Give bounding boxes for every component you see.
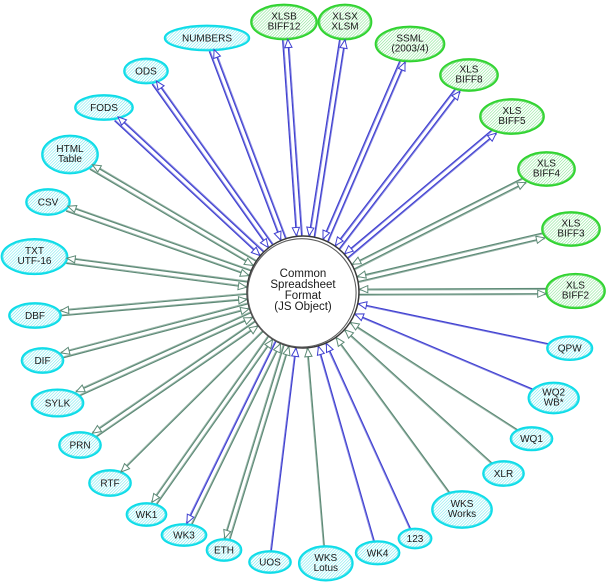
svg-text:Works: Works: [448, 509, 476, 520]
svg-text:PRN: PRN: [69, 441, 90, 452]
svg-text:TXT: TXT: [25, 246, 44, 257]
svg-text:Table: Table: [58, 154, 82, 165]
svg-text:FODS: FODS: [90, 103, 118, 114]
svg-text:ETH: ETH: [214, 546, 234, 557]
svg-text:WK1: WK1: [136, 510, 158, 521]
svg-text:XLS: XLS: [562, 219, 581, 230]
svg-text:XLS: XLS: [460, 65, 479, 76]
svg-text:DBF: DBF: [25, 311, 45, 322]
svg-text:HTML: HTML: [56, 144, 84, 155]
svg-text:XLSX: XLSX: [332, 12, 358, 23]
svg-text:SYLK: SYLK: [45, 399, 71, 410]
svg-text:WQ1: WQ1: [520, 434, 543, 445]
svg-text:WKS: WKS: [451, 499, 474, 510]
svg-text:XLR: XLR: [494, 469, 513, 480]
svg-text:BIFF8: BIFF8: [455, 75, 483, 86]
svg-text:Lotus: Lotus: [314, 563, 338, 574]
svg-text:XLSM: XLSM: [331, 22, 358, 33]
svg-text:NUMBERS: NUMBERS: [182, 34, 232, 45]
svg-text:BIFF12: BIFF12: [268, 22, 301, 33]
svg-text:DIF: DIF: [34, 356, 50, 367]
svg-text:BIFF3: BIFF3: [557, 229, 585, 240]
svg-text:BIFF4: BIFF4: [533, 169, 561, 180]
svg-text:XLSB: XLSB: [271, 12, 297, 23]
svg-text:UOS: UOS: [259, 558, 281, 569]
svg-text:SSML: SSML: [396, 34, 424, 45]
svg-text:XLS: XLS: [566, 281, 585, 292]
svg-text:ODS: ODS: [135, 67, 157, 78]
svg-text:Common: Common: [280, 268, 327, 280]
svg-text:WQ2: WQ2: [542, 388, 565, 399]
svg-text:WKS: WKS: [314, 553, 337, 564]
svg-text:WK4: WK4: [367, 548, 389, 559]
svg-text:XLS: XLS: [503, 106, 522, 117]
svg-text:CSV: CSV: [38, 198, 59, 209]
svg-text:Format: Format: [285, 290, 322, 302]
svg-text:(2003/4): (2003/4): [391, 44, 428, 55]
svg-text:BIFF5: BIFF5: [498, 116, 526, 127]
svg-text:RTF: RTF: [100, 479, 119, 490]
svg-text:QPW: QPW: [558, 344, 582, 355]
svg-text:BIFF2: BIFF2: [562, 291, 590, 302]
svg-text:Spreadsheet: Spreadsheet: [270, 279, 336, 291]
svg-text:XLS: XLS: [537, 159, 556, 170]
svg-text:123: 123: [407, 534, 424, 545]
svg-text:UTF-16: UTF-16: [18, 256, 52, 267]
svg-text:(JS Object): (JS Object): [274, 301, 332, 313]
svg-text:WB*: WB*: [544, 398, 564, 409]
svg-text:WK3: WK3: [173, 531, 195, 542]
